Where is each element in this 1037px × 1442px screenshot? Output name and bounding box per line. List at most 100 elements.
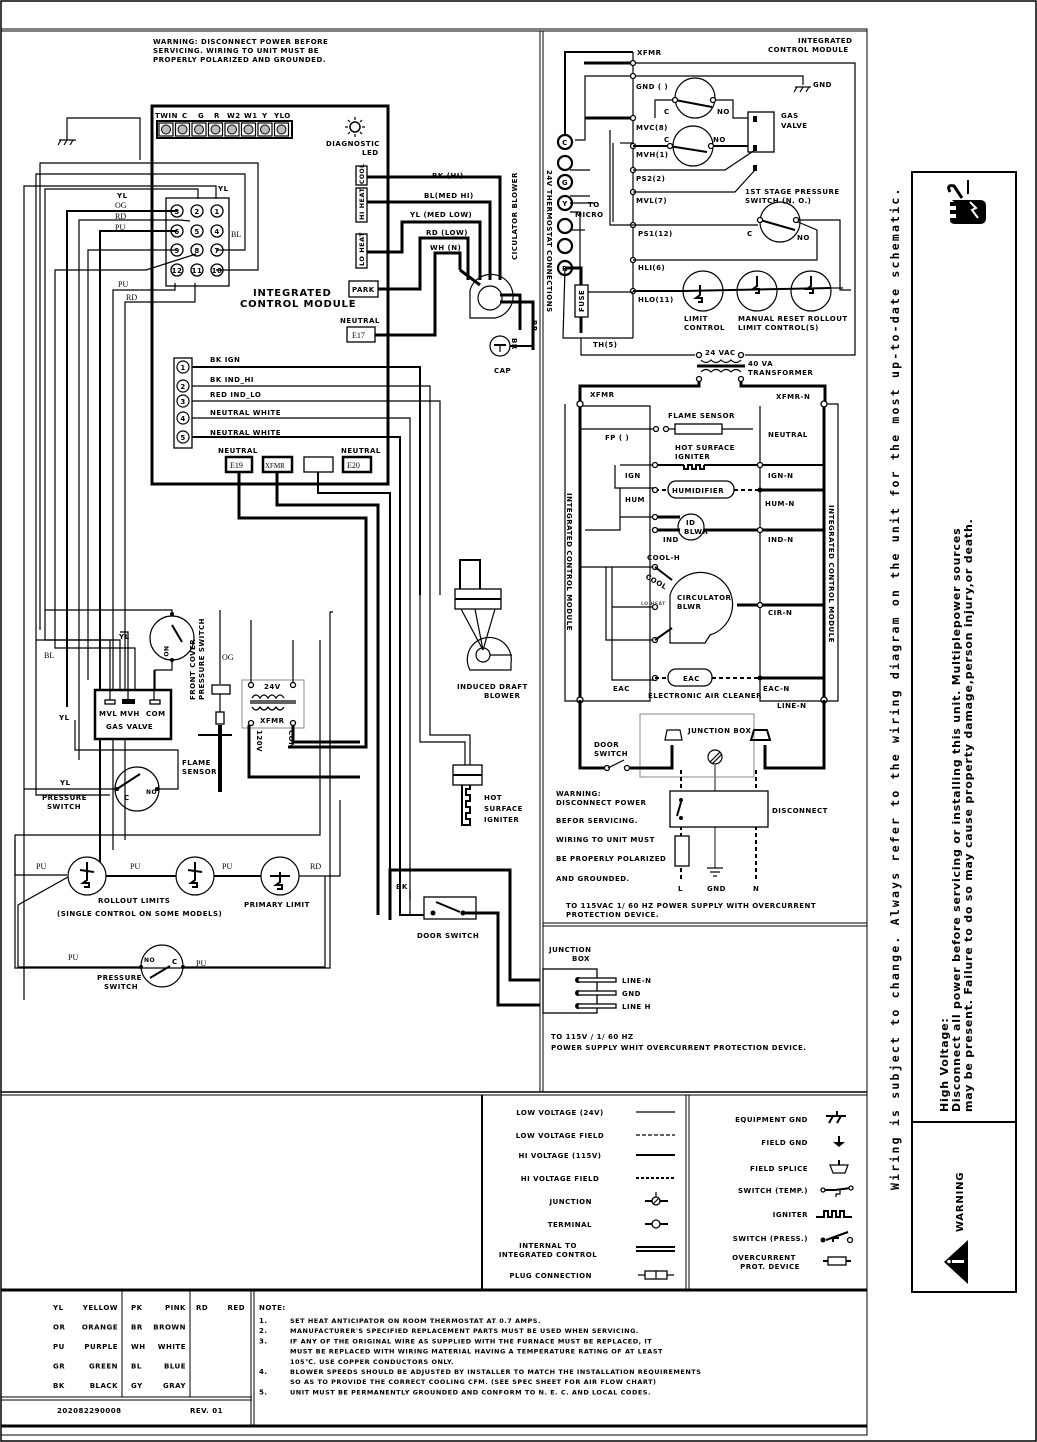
svg-text:HOT: HOT xyxy=(484,794,502,802)
svg-text:DISCONNECT: DISCONNECT xyxy=(772,807,828,815)
svg-text:GND: GND xyxy=(813,81,832,89)
svg-text:EAC-N: EAC-N xyxy=(763,685,790,693)
blower-wires: BK (HI) BL(MED HI) YL (MED LOW) RD (LOW)… xyxy=(367,172,519,337)
svg-text:HLI(6): HLI(6) xyxy=(638,264,665,272)
svg-text:XFMR: XFMR xyxy=(590,391,615,399)
svg-text:Y: Y xyxy=(261,112,268,120)
svg-text:12: 12 xyxy=(172,267,183,275)
door-switch: BK DOOR SWITCH xyxy=(388,868,540,1007)
legend-symbol-terminal xyxy=(645,1219,668,1229)
svg-text:BL: BL xyxy=(231,230,241,239)
svg-text:GAS VALVE: GAS VALVE xyxy=(106,723,153,731)
equipment-ground-icon xyxy=(57,117,141,160)
svg-text:INTEGRATED: INTEGRATED xyxy=(798,37,852,45)
svg-text:CICULATOR BLOWER: CICULATOR BLOWER xyxy=(511,172,519,260)
svg-text:GND: GND xyxy=(622,990,641,998)
svg-text:INDUCED DRAFT: INDUCED DRAFT xyxy=(457,683,528,691)
svg-text:MVL: MVL xyxy=(99,710,117,718)
svg-text:MVL(7): MVL(7) xyxy=(636,197,667,205)
svg-text:BLWR: BLWR xyxy=(684,528,708,536)
note-number: 4. xyxy=(259,1368,268,1376)
color-code-cell: GREEN xyxy=(89,1363,118,1371)
legend-label: SWITCH (TEMP.) xyxy=(738,1187,808,1195)
svg-text:INTERNAL TO: INTERNAL TO xyxy=(519,1242,577,1250)
svg-text:SWITCH: SWITCH xyxy=(47,803,81,811)
svg-text:MVC(8): MVC(8) xyxy=(636,124,668,132)
svg-text:C: C xyxy=(562,139,568,147)
svg-text:BR: BR xyxy=(510,338,518,350)
svg-text:BLWR: BLWR xyxy=(677,603,701,611)
svg-text:PU: PU xyxy=(118,280,128,289)
svg-text:OG: OG xyxy=(115,201,127,210)
svg-text:WIRING TO UNIT MUST: WIRING TO UNIT MUST xyxy=(556,836,655,844)
note-line: BLOWER SPEEDS SHOULD BE ADJUSTED BY INST… xyxy=(290,1368,701,1376)
hi-heat-tap xyxy=(355,187,368,223)
svg-text:XFMR: XFMR xyxy=(637,49,662,57)
notes: NOTE: 1.SET HEAT ANTICIPATOR ON ROOM THE… xyxy=(259,1304,701,1396)
svg-text:POWER SUPPLY WHIT OVERCURRENT: POWER SUPPLY WHIT OVERCURRENT PROTECTION… xyxy=(551,1044,806,1052)
legend-symbol-plug xyxy=(638,1270,674,1280)
svg-text:(SINGLE CONTROL ON SOME MODEL: (SINGLE CONTROL ON SOME MODELS) xyxy=(57,910,222,918)
svg-text:PU: PU xyxy=(222,862,232,871)
note-number: 3. xyxy=(259,1337,268,1345)
svg-text:IGNITER: IGNITER xyxy=(675,453,710,461)
svg-text:XFMR-N: XFMR-N xyxy=(776,393,810,401)
svg-text:W1: W1 xyxy=(244,112,258,120)
svg-text:C: C xyxy=(664,136,670,144)
svg-text:TO 115VAC 1/ 60 HZ POWER SU: TO 115VAC 1/ 60 HZ POWER SUPPLY WITH OVE… xyxy=(566,902,816,910)
color-code-cell: PINK xyxy=(165,1304,186,1312)
svg-text:NO: NO xyxy=(146,789,157,796)
svg-text:WH (N): WH (N) xyxy=(430,244,461,252)
svg-text:MANUAL RESET ROLLOUT: MANUAL RESET ROLLOUT xyxy=(738,315,848,323)
svg-text:EAC: EAC xyxy=(613,685,630,693)
svg-text:MICRO: MICRO xyxy=(575,211,604,219)
legend-symbol-igniter xyxy=(816,1210,852,1218)
svg-text:CONTROL: CONTROL xyxy=(684,324,725,332)
drawing-frame xyxy=(0,28,868,1436)
legend-label: HI VOLTAGE FIELD xyxy=(521,1175,600,1183)
svg-text:RD (LOW): RD (LOW) xyxy=(426,229,468,237)
flame-sensor-icon: FLAME SENSOR xyxy=(182,610,232,792)
color-code-cell: PK xyxy=(131,1304,143,1312)
thermostat-terminal-strip: TWIN C G R W2 W1 Y YLO xyxy=(155,112,293,139)
e20-terminal xyxy=(341,455,373,474)
connector-pin xyxy=(176,411,190,425)
svg-text:GAS: GAS xyxy=(781,112,799,120)
svg-text:XFMR: XFMR xyxy=(265,462,285,470)
note-line: MUST BE REPLACED WITH WIRING MATERIAL HA… xyxy=(290,1348,663,1356)
svg-text:YL: YL xyxy=(58,714,70,722)
connector-pin xyxy=(190,224,204,238)
note-line: SET HEAT ANTICIPATOR ON ROOM THERMOSTAT … xyxy=(290,1317,541,1325)
svg-text:BK IND_HI: BK IND_HI xyxy=(210,376,254,384)
thermostat-terminal xyxy=(556,217,574,235)
color-code-cell: OR xyxy=(53,1324,65,1332)
svg-text:YL: YL xyxy=(59,779,71,787)
svg-text:MVH: MVH xyxy=(120,710,140,718)
rollout-limits: PU PU PU RD ROLLOUT LIMITS (SINGLE CONTR… xyxy=(14,640,341,968)
svg-text:3: 3 xyxy=(180,398,185,406)
color-code-cell: PURPLE xyxy=(84,1343,118,1351)
note-number: 2. xyxy=(259,1327,268,1335)
svg-text:INTEGRATED CONTROL: INTEGRATED CONTROL xyxy=(499,1251,597,1259)
svg-text:IGNITER: IGNITER xyxy=(484,816,519,824)
note-line: MANUFACTURER'S SPECIFIED REPLACEMENT PAR… xyxy=(290,1327,639,1335)
svg-text:9: 9 xyxy=(174,247,179,255)
legend-symbol-double-line xyxy=(636,1246,675,1252)
svg-text:YL: YL xyxy=(217,185,229,193)
svg-text:DISCONNECT POWER: DISCONNECT POWER xyxy=(556,799,646,807)
svg-text:W2: W2 xyxy=(227,112,241,120)
svg-text:LIMIT: LIMIT xyxy=(684,315,708,323)
ladder-terminals xyxy=(629,59,637,295)
svg-text:LINE H: LINE H xyxy=(622,1003,651,1011)
svg-text:24V: 24V xyxy=(264,683,281,691)
connector-pin xyxy=(190,263,204,277)
svg-text:RED IND_LO: RED IND_LO xyxy=(210,391,261,399)
svg-text:TO: TO xyxy=(588,201,600,209)
svg-text:FRONT COVER: FRONT COVER xyxy=(189,639,197,700)
svg-text:FLAME SENSOR: FLAME SENSOR xyxy=(668,412,735,420)
color-code-cell: BLACK xyxy=(90,1382,118,1390)
blank-terminal xyxy=(303,456,334,473)
